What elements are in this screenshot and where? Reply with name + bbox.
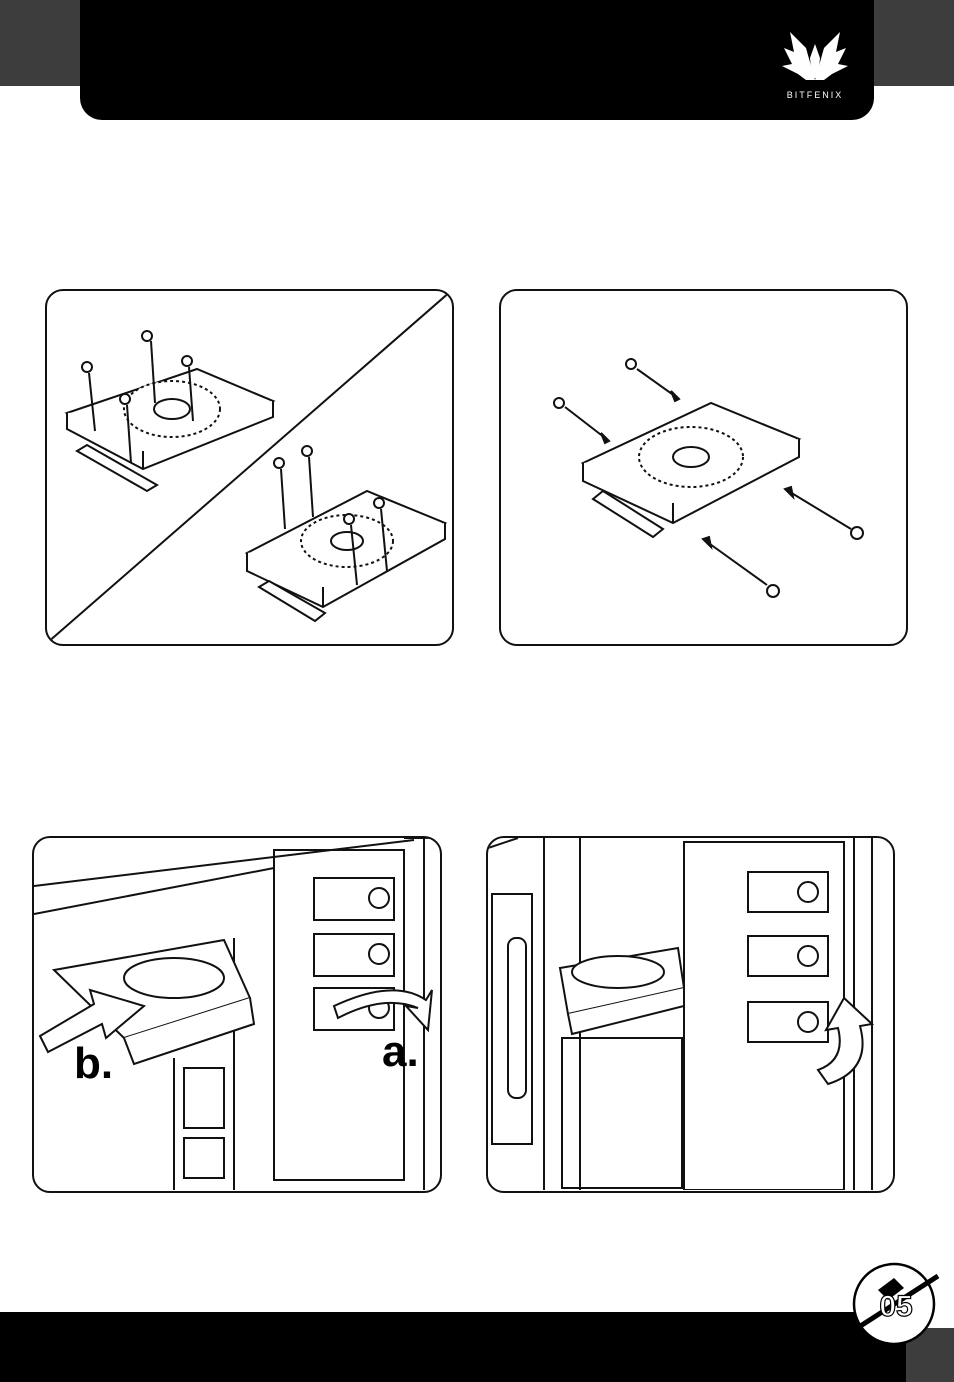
illustration-installed (486, 836, 895, 1193)
header-bar: BITFENIX (80, 0, 874, 120)
page-number: 05 (879, 1290, 912, 1323)
page-number-badge: 05 (842, 1262, 944, 1346)
ssd-adapter (247, 491, 445, 621)
header-tab-right (874, 0, 954, 86)
illustration-screw-side (499, 289, 908, 646)
ssd-adapter (583, 403, 799, 537)
ssd-adapter (560, 948, 684, 1034)
step-label-b: b. (74, 1039, 113, 1088)
drive-cage (488, 838, 872, 1190)
bitfenix-logo: BITFENIX (770, 18, 860, 108)
step-label-a: a. (382, 1027, 419, 1076)
illustration-install-cage: a. b. (32, 836, 442, 1193)
logo-text: BITFENIX (787, 90, 844, 100)
footer-bar (0, 1312, 906, 1382)
header-tab-left (0, 0, 80, 86)
illustration-screw-top (45, 289, 454, 646)
